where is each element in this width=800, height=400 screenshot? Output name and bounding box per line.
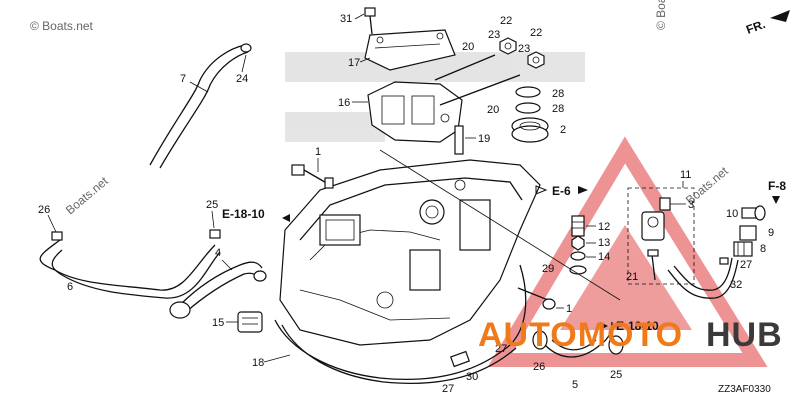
part-label-29: 29 — [542, 263, 554, 275]
stud-20-lower — [439, 74, 521, 106]
cap-10 — [741, 205, 766, 221]
part-label-23-right: 23 — [518, 43, 530, 55]
part-label-21: 21 — [626, 271, 638, 283]
warning-triangle-logo — [487, 136, 768, 367]
part-label-8: 8 — [760, 243, 766, 255]
part-label-23-left: 23 — [488, 29, 500, 41]
part-label-9: 9 — [768, 227, 774, 239]
part-label-32: 32 — [730, 279, 742, 291]
ref-e6-arrow-icon — [535, 185, 548, 195]
part-label-26-left: 26 — [38, 204, 50, 216]
collar-2 — [511, 117, 549, 143]
part-label-20-lower: 20 — [487, 104, 499, 116]
part-label-17: 17 — [348, 57, 360, 69]
part-label-12: 12 — [598, 221, 610, 233]
part-label-24: 24 — [236, 73, 248, 85]
automotohub-logo: AUTOMOTO HUB — [478, 316, 783, 354]
part-label-20-upper: 20 — [462, 41, 474, 53]
ref-f8-arrow-icon — [772, 196, 780, 204]
part-label-6: 6 — [67, 281, 73, 293]
part-label-2: 2 — [560, 124, 566, 136]
cover-17 — [364, 29, 456, 71]
ref-e6-pointer-icon — [578, 186, 588, 194]
hose-4 — [169, 261, 267, 319]
bolt-1-right — [517, 287, 556, 310]
ref-f8: F-8 — [768, 179, 786, 193]
part-label-3: 3 — [688, 199, 694, 211]
diagram-code: ZZ3AF0330 — [718, 384, 771, 395]
part-label-28-upper: 28 — [552, 88, 564, 100]
part-label-25-left: 25 — [206, 199, 218, 211]
ref-e18-10-left: E-18-10 — [222, 207, 265, 221]
part-label-26-bottom: 26 — [533, 361, 545, 373]
fitting-9 — [739, 225, 757, 241]
part-label-28-lower: 28 — [552, 103, 564, 115]
bolt-21 — [647, 249, 659, 281]
part-label-4: 4 — [215, 247, 221, 259]
part-label-5: 5 — [572, 379, 578, 391]
bolt-13 — [571, 235, 585, 251]
stud-20-upper — [434, 54, 496, 81]
hose-6 — [39, 239, 221, 299]
bolt-31 — [364, 7, 376, 35]
clamp-26-bottom — [532, 330, 548, 350]
part-label-30: 30 — [466, 371, 478, 383]
leader-line — [379, 149, 621, 301]
part-label-27-right: 27 — [740, 259, 752, 271]
washer-14 — [570, 251, 586, 261]
part-label-16: 16 — [338, 97, 350, 109]
hose-32 — [667, 257, 739, 299]
hose-30 — [450, 350, 470, 368]
part-label-1-left: 1 — [315, 146, 321, 158]
clamp-26 — [51, 231, 63, 241]
part-label-22-left: 22 — [500, 15, 512, 27]
watermark-right: © Boats.net — [654, 0, 668, 30]
part-label-11: 11 — [680, 169, 691, 181]
ref-e18-bottom-arrow-icon — [600, 322, 608, 330]
seals-28 — [515, 86, 541, 114]
part-label-14: 14 — [598, 251, 610, 263]
block-16 — [367, 81, 463, 143]
ref-e6: E-6 — [552, 184, 571, 198]
nuts-22-23 — [499, 37, 545, 69]
part-label-18: 18 — [252, 357, 264, 369]
clamp-25 — [209, 229, 221, 239]
fitting-8 — [733, 241, 753, 257]
front-direction-indicator: FR. — [744, 10, 790, 37]
ref-e18-10-bottom: E-18-10 — [616, 319, 659, 333]
part-label-10: 10 — [726, 208, 738, 220]
part-label-31: 31 — [340, 13, 352, 25]
watermark-diagonal-left: Boats.net — [63, 174, 111, 218]
brand-hub: HUB — [706, 316, 783, 354]
front-direction-label: FR. — [744, 17, 767, 37]
ref-arrow-icon — [282, 214, 290, 222]
bolt-1-left — [291, 164, 334, 189]
part-label-19: 19 — [478, 133, 490, 145]
valve-assembly — [641, 197, 671, 241]
part-label-15: 15 — [212, 317, 224, 329]
part-label-27-bottom: 27 — [442, 383, 454, 395]
clamp-25-bottom — [608, 335, 624, 355]
watermark-left: © Boats.net — [30, 19, 94, 33]
part-label-27-mid: 27 — [495, 343, 507, 355]
part-label-22-right: 22 — [530, 27, 542, 39]
part-label-7: 7 — [180, 73, 186, 85]
spring-12 — [571, 215, 585, 237]
pin-19 — [454, 125, 464, 155]
hose-7 — [149, 43, 252, 169]
brand-automoto: AUTOMOTO — [478, 316, 683, 354]
hose-5 — [544, 321, 613, 358]
part-label-1-right: 1 — [566, 303, 572, 315]
part-label-13: 13 — [598, 237, 610, 249]
assembly-11-frame — [627, 187, 695, 285]
clamp-27-right — [719, 257, 729, 265]
grommet-15 — [237, 311, 263, 333]
main-housing — [279, 159, 541, 346]
part-label-25-bottom: 25 — [610, 369, 622, 381]
gasket-18 — [274, 264, 527, 385]
front-arrow-icon — [770, 10, 790, 22]
